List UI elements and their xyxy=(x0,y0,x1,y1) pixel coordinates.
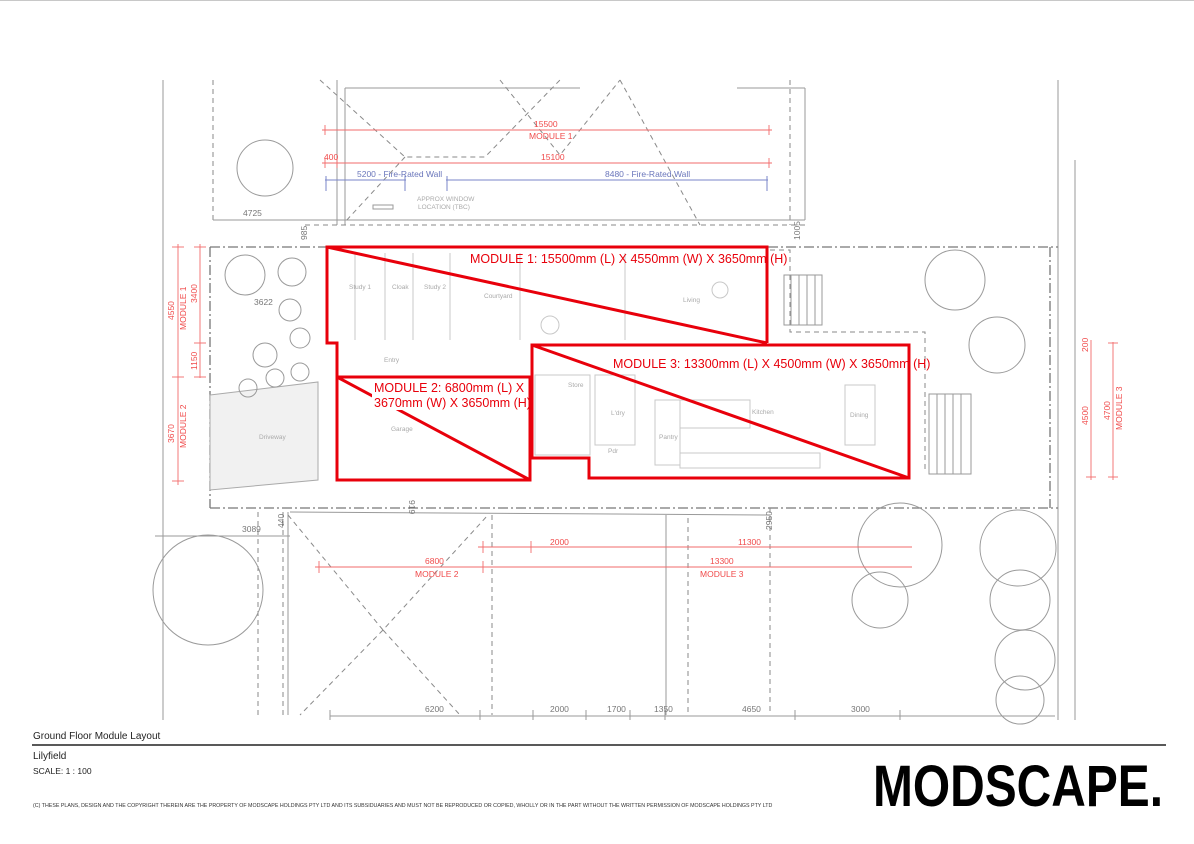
module-2-label-1: MODULE 2: 6800mm (L) X xyxy=(374,381,525,395)
dim-440: 440 xyxy=(276,514,286,528)
room-kitchen: Kitchen xyxy=(752,409,774,416)
dim-1150: 1150 xyxy=(189,351,199,370)
project-name: Lilyfield xyxy=(33,751,67,762)
dim-4700: 4700 xyxy=(1102,401,1112,420)
room-dining: Dining xyxy=(850,412,869,419)
dim-base-2000: 2000 xyxy=(550,704,569,714)
dim-1350: 1350 xyxy=(654,704,673,714)
driveway-paving xyxy=(209,381,319,491)
dim-right-module3: MODULE 3 xyxy=(1114,386,1124,430)
dim-4550: 4550 xyxy=(166,301,176,320)
module-3: MODULE 3: 13300mm (L) X 4500mm (W) X 365… xyxy=(530,343,930,480)
room-powder: Pdr xyxy=(608,448,619,455)
room-store: Store xyxy=(568,382,584,389)
dim-13300: 13300 xyxy=(710,556,734,566)
room-entry: Entry xyxy=(384,357,400,364)
dim-1005: 1005 xyxy=(792,221,802,240)
dim-3622: 3622 xyxy=(254,297,273,307)
dim-400: 400 xyxy=(324,152,338,162)
approx-window-label: APPROX WINDOW xyxy=(417,196,475,203)
dim-11300: 11300 xyxy=(738,537,761,547)
dim-6800: 6800 xyxy=(425,556,444,566)
module-2-label-2: 3670mm (W) X 3650mm (H) xyxy=(374,396,531,410)
dim-3089: 3089 xyxy=(242,524,261,534)
room-study1: Study 1 xyxy=(349,284,371,291)
scale-label: SCALE: 1 : 100 xyxy=(33,766,92,776)
dim-left-module1: MODULE 1 xyxy=(178,286,188,330)
dim-3400: 3400 xyxy=(189,284,199,303)
dim-200: 200 xyxy=(1080,338,1090,352)
room-laundry: L'dry xyxy=(611,410,626,417)
landscaping-trees xyxy=(152,139,1057,725)
dim-bot-module2: MODULE 2 xyxy=(415,569,459,579)
fire-wall-1: 5200 - Fire-Rated Wall xyxy=(357,169,442,179)
approx-window-label-2: LOCATION (TBC) xyxy=(418,204,470,211)
dim-6200: 6200 xyxy=(425,704,444,714)
dim-4650: 4650 xyxy=(742,704,761,714)
fire-wall-2: 8480 - Fire-Rated Wall xyxy=(605,169,690,179)
room-garage: Garage xyxy=(391,426,413,433)
module-dimensions: 15500 MODULE 1 400 15100 5200 - Fire-Rat… xyxy=(166,119,1124,720)
module-1: MODULE 1: 15500mm (L) X 4550mm (W) X 365… xyxy=(325,245,787,376)
site-linework xyxy=(155,79,1076,720)
dim-919: 919 xyxy=(407,500,417,514)
drawing-title: Ground Floor Module Layout xyxy=(33,731,161,742)
module-1-label: MODULE 1: 15500mm (L) X 4550mm (W) X 365… xyxy=(470,252,787,266)
module-3-label: MODULE 3: 13300mm (L) X 4500mm (W) X 365… xyxy=(613,357,930,371)
copyright-notice: (C) THESE PLANS, DESIGN AND THE COPYRIGH… xyxy=(33,803,773,809)
dim-15100: 15100 xyxy=(541,152,565,162)
dim-bot-module3: MODULE 3 xyxy=(700,569,744,579)
dim-15500: 15500 xyxy=(534,119,558,129)
room-cloak: Cloak xyxy=(392,284,409,291)
dim-4725: 4725 xyxy=(243,208,262,218)
dim-3000: 3000 xyxy=(851,704,870,714)
dim-1700: 1700 xyxy=(607,704,626,714)
room-living: Living xyxy=(683,297,700,304)
dim-985: 985 xyxy=(299,226,309,240)
dim-module1-label: MODULE 1 xyxy=(529,131,573,141)
room-pantry: Pantry xyxy=(659,434,679,441)
modscape-logo: MODSCAPE. xyxy=(873,754,1163,819)
dim-3670: 3670 xyxy=(166,424,176,443)
module-2: MODULE 2: 6800mm (L) X 3670mm (W) X 3650… xyxy=(335,375,532,482)
room-driveway: Driveway xyxy=(259,434,286,441)
dim-left-module2: MODULE 2 xyxy=(178,404,188,448)
dim-bot-2000: 2000 xyxy=(550,537,569,547)
room-courtyard: Courtyard xyxy=(484,293,513,300)
room-labels: Study 1 Cloak Study 2 Courtyard Living E… xyxy=(259,196,869,455)
dim-4500: 4500 xyxy=(1080,406,1090,425)
dim-2950: 2950 xyxy=(764,511,774,530)
room-study2: Study 2 xyxy=(424,284,446,291)
